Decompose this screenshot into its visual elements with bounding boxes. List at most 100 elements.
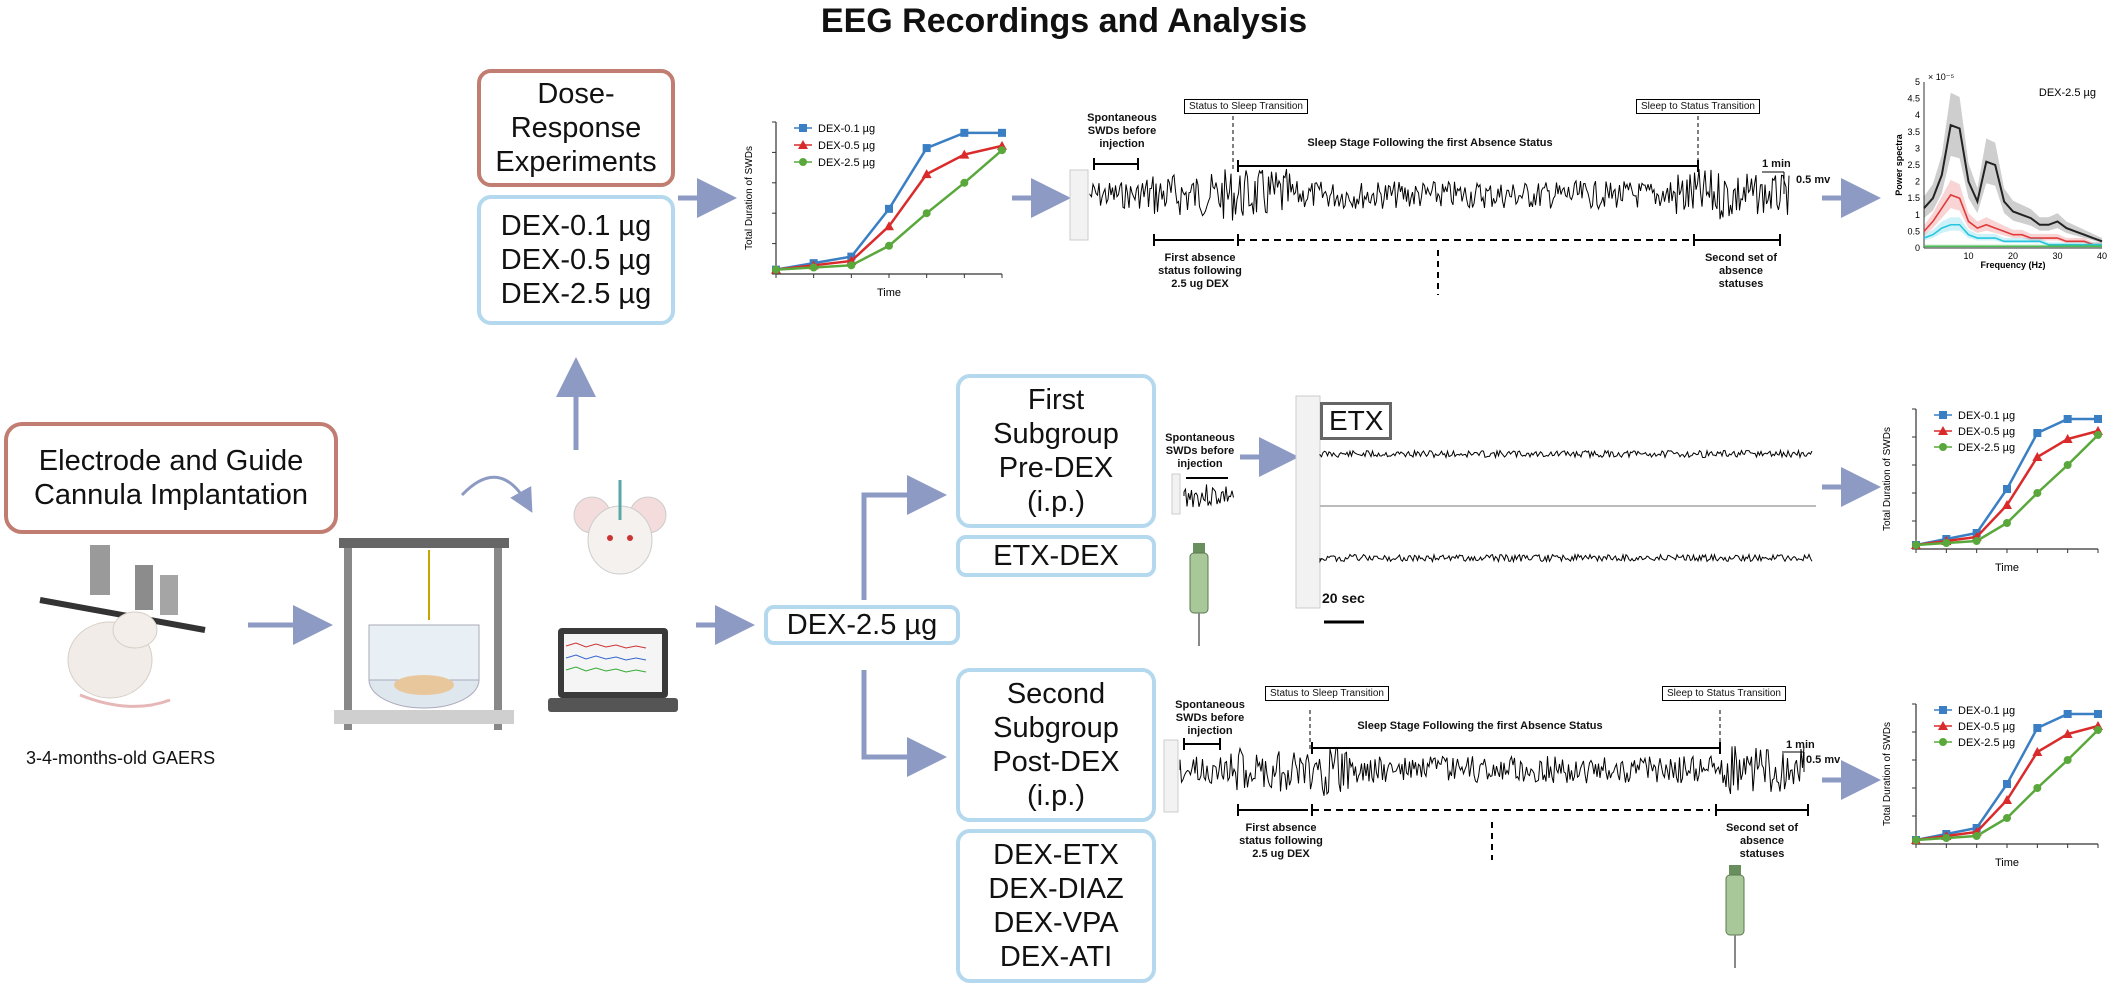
legend-label: DEX-2.5 µg xyxy=(818,157,875,169)
data-point xyxy=(2003,814,2011,822)
eeg-bottom-spont-label: Spontaneous SWDs before injection xyxy=(1175,699,1245,737)
etx-dex-label: ETX-DEX xyxy=(993,540,1119,572)
data-point xyxy=(2033,489,2042,497)
first-subgroup-box: First Subgroup Pre-DEX (i.p.) xyxy=(956,374,1156,528)
eeg-bottom-scale-time: 1 min xyxy=(1786,739,1815,751)
data-point xyxy=(921,169,932,179)
data-point xyxy=(1972,832,1981,840)
data-point xyxy=(2063,756,2072,764)
y-tick-label: 1 xyxy=(1915,210,1920,220)
data-point xyxy=(2062,434,2073,443)
y-tick-label: 2 xyxy=(1915,177,1920,187)
dex-center-label: DEX-2.5 µg xyxy=(786,609,938,641)
data-point xyxy=(2094,710,2102,718)
implant-box: Electrode and Guide Cannula Implantation xyxy=(4,422,338,534)
series-error-band xyxy=(1924,179,2102,246)
eeg-top-scale-volt: 0.5 mv xyxy=(1796,174,1831,186)
x-tick-label: 40 xyxy=(2097,251,2107,261)
y-tick-label: 3 xyxy=(1915,143,1920,153)
eeg-top-scale-time: 1 min xyxy=(1762,158,1791,170)
x-axis-label: Time xyxy=(1995,562,2019,574)
eeg-top-sleep-status-label: Sleep to Status Transition xyxy=(1636,99,1760,114)
eeg-mid-scale: 20 sec xyxy=(1322,590,1365,606)
y-tick-label: 5 xyxy=(1915,77,1920,87)
etx-label: ETX xyxy=(1320,402,1393,440)
legend-label: DEX-2.5 µg xyxy=(1958,737,2015,749)
legend-marker xyxy=(1939,443,1947,451)
eeg-trace-bottom xyxy=(1163,739,1805,813)
data-point xyxy=(2063,710,2072,718)
series-line xyxy=(1923,123,2103,243)
legend-label: DEX-0.1 µg xyxy=(1958,410,2015,422)
eeg-top-brackets xyxy=(1093,116,1785,295)
eeg-mid-short-trace xyxy=(1171,473,1234,515)
x-axis-label: Time xyxy=(1995,857,2019,869)
eeg-bottom-second-set-label: Second set of absence statuses xyxy=(1725,822,1799,860)
legend-marker xyxy=(1938,426,1948,435)
data-point xyxy=(2002,795,2012,804)
eeg-top-second-set-label: Second set of absence statuses xyxy=(1704,252,1778,290)
dose-list-box: DEX-0.1 µg DEX-0.5 µg DEX-2.5 µg xyxy=(477,195,675,325)
data-point xyxy=(847,261,856,270)
series-error-band xyxy=(1924,217,2102,246)
legend-marker xyxy=(799,158,807,166)
eeg-mid-spont-label: Spontaneous SWDs before injection xyxy=(1165,432,1235,470)
y-tick-label: 0.5 xyxy=(1907,226,1920,236)
first-subgroup-label: First Subgroup Pre-DEX (i.p.) xyxy=(993,384,1119,518)
rat-head-illustration xyxy=(573,480,667,575)
eeg-top-first-absence-label: First absence status following 2.5 ug DE… xyxy=(1158,252,1242,290)
dose-item: DEX-0.5 µg xyxy=(500,244,652,276)
chart-title: DEX-2.5 µg xyxy=(2039,87,2096,99)
second-subgroup-box: Second Subgroup Post-DEX (i.p.) xyxy=(956,668,1156,822)
data-point xyxy=(1912,541,1920,549)
y-axis-label: Total Duration of SWDs xyxy=(1882,722,1893,826)
eeg-top-status-sleep-label: Status to Sleep Transition xyxy=(1184,99,1308,114)
dose-response-box: Dose-Response Experiments xyxy=(477,69,675,187)
legend-marker xyxy=(1938,721,1948,730)
data-point xyxy=(922,144,931,153)
y-axis-label: Power spectra xyxy=(1894,133,1904,196)
y-tick-label: 1.5 xyxy=(1907,193,1920,203)
etx-dex-box: ETX-DEX xyxy=(956,535,1156,577)
data-point xyxy=(2003,485,2011,493)
y-multiplier: × 10⁻⁵ xyxy=(1928,72,1955,82)
eeg-mid-trace xyxy=(1295,395,1816,624)
x-tick-label: 20 xyxy=(2008,251,2018,261)
data-point xyxy=(885,241,893,250)
data-point xyxy=(2063,415,2072,423)
data-point xyxy=(2003,519,2011,527)
legend-marker xyxy=(1939,706,1947,714)
eeg-bottom-brackets xyxy=(1183,710,1809,860)
series-line xyxy=(1923,193,2102,246)
y-tick-label: 0 xyxy=(1915,243,1920,253)
dose-item: DEX-0.1 µg xyxy=(500,210,652,242)
data-point xyxy=(2094,431,2102,439)
implant-label: Electrode and Guide Cannula Implantation xyxy=(33,445,309,511)
data-point xyxy=(2094,726,2102,734)
data-point xyxy=(2063,461,2072,469)
y-axis-label: Total Duration of SWDs xyxy=(1882,427,1893,531)
laptop-icon xyxy=(548,628,678,712)
x-tick-label: 10 xyxy=(1963,251,1973,261)
data-point xyxy=(2033,724,2042,732)
x-tick-label: 30 xyxy=(2052,251,2062,261)
dex-center-box: DEX-2.5 µg xyxy=(764,605,960,645)
data-point xyxy=(959,149,970,159)
legend-marker xyxy=(799,124,807,132)
data-point xyxy=(1942,834,1951,842)
data-point xyxy=(772,265,780,274)
data-point xyxy=(1912,836,1920,844)
y-tick-label: 3.5 xyxy=(1907,127,1920,137)
data-point xyxy=(2032,452,2043,461)
x-axis-label: Frequency (Hz) xyxy=(1980,260,2045,270)
legend-marker xyxy=(1939,411,1947,419)
data-point xyxy=(884,221,894,231)
legend-label: DEX-0.1 µg xyxy=(1958,705,2015,717)
syringe-icon xyxy=(1725,865,1745,968)
data-point xyxy=(2094,415,2102,423)
series-line xyxy=(1923,223,2102,246)
